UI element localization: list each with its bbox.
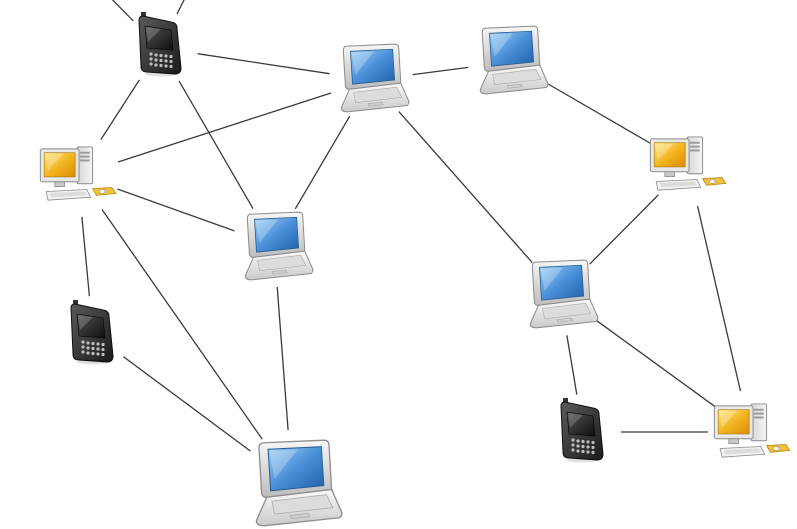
link-desktop-right-to-laptop-middle-right — [589, 194, 659, 265]
laptop-icon — [255, 439, 343, 527]
link-phone-top-left-to-laptop-middle-left — [178, 80, 254, 209]
link-laptop-top-center-to-laptop-middle-left — [294, 115, 351, 210]
link-phone-top-left-to-desktop-left — [100, 79, 140, 141]
node-desktop-right — [649, 136, 727, 191]
smartphone-icon — [560, 397, 604, 464]
desktop-computer-icon — [649, 136, 727, 191]
node-laptop-middle-right — [529, 259, 599, 329]
link-laptop-top-center-to-laptop-middle-right — [398, 111, 533, 263]
laptop-icon — [479, 25, 549, 95]
node-desktop-bottom-right — [713, 403, 791, 458]
link-laptop-middle-right-to-desktop-bottom-right — [593, 318, 717, 408]
connection-links — [81, 0, 742, 452]
node-laptop-top-center — [340, 43, 410, 113]
link-desktop-left-to-phone-bottom-left — [81, 216, 91, 297]
node-laptop-top-right — [479, 25, 549, 95]
link-phone-bottom-left-to-laptop-bottom-center — [123, 356, 251, 452]
link-laptop-top-center-to-desktop-left — [117, 92, 332, 163]
link-phone-top-left-to-offscreen-top-b — [176, 0, 185, 15]
node-phone-bottom-left — [70, 299, 114, 366]
link-laptop-top-right-to-desktop-right — [546, 82, 652, 145]
smartphone-icon — [70, 299, 114, 366]
link-laptop-middle-right-to-phone-bottom-right — [566, 335, 578, 395]
link-desktop-right-to-desktop-bottom-right — [696, 205, 742, 392]
link-phone-top-left-to-offscreen-top-a — [111, 0, 134, 22]
node-phone-top-left — [138, 11, 182, 78]
node-desktop-left — [39, 146, 117, 201]
node-laptop-bottom-center — [255, 439, 343, 527]
laptop-icon — [340, 43, 410, 113]
laptop-icon — [529, 259, 599, 329]
link-laptop-top-center-to-laptop-top-right — [412, 66, 469, 76]
link-desktop-left-to-laptop-bottom-center — [101, 209, 263, 440]
desktop-computer-icon — [39, 146, 117, 201]
link-laptop-middle-left-to-laptop-bottom-center — [276, 286, 289, 431]
node-phone-bottom-right — [560, 397, 604, 464]
laptop-icon — [244, 211, 314, 281]
smartphone-icon — [138, 11, 182, 78]
device-nodes — [39, 11, 791, 527]
desktop-computer-icon — [713, 403, 791, 458]
link-desktop-left-to-laptop-middle-left — [117, 188, 235, 232]
node-laptop-middle-left — [244, 211, 314, 281]
link-phone-top-left-to-laptop-top-center — [197, 53, 330, 75]
